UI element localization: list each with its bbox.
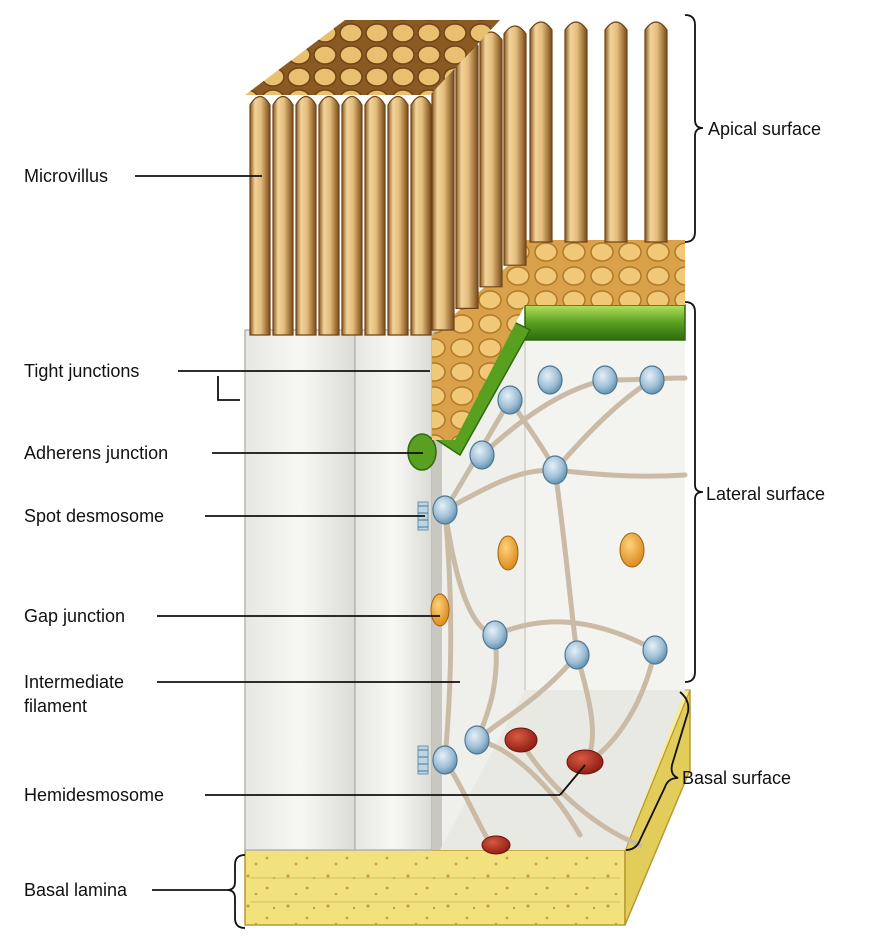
label-intermediate-filament-1: Intermediate: [24, 671, 124, 693]
spot-desmosome: [465, 726, 489, 754]
microvillus: [504, 26, 526, 265]
label-hemidesmosome: Hemidesmosome: [24, 784, 164, 806]
microvilli-front: [250, 97, 431, 336]
label-microvillus: Microvillus: [24, 165, 108, 187]
microvillus: [565, 22, 587, 242]
spot-desmosome: [433, 496, 457, 524]
microvillus: [480, 32, 502, 287]
label-spot-desmosome: Spot desmosome: [24, 505, 164, 527]
label-apical-surface: Apical surface: [708, 118, 821, 140]
spot-desmosome: [593, 366, 617, 394]
spot-desmosome: [565, 641, 589, 669]
tight-junction-bracket: [218, 376, 240, 400]
microvillus: [388, 97, 408, 336]
spot-desmosome: [643, 636, 667, 664]
basal-lamina-bracket: [227, 855, 245, 928]
microvillus: [530, 22, 552, 242]
microvillus: [605, 22, 627, 242]
label-gap-junction: Gap junction: [24, 605, 125, 627]
microvillus: [411, 97, 431, 336]
spot-desmosome: [538, 366, 562, 394]
microvillus: [273, 97, 293, 336]
spot-desmosome: [543, 456, 567, 484]
spot-desmosome: [470, 441, 494, 469]
microvillus: [250, 97, 270, 336]
microvillus: [456, 38, 478, 308]
microvillus: [342, 97, 362, 336]
spot-desmosome: [498, 386, 522, 414]
microvillus: [365, 97, 385, 336]
spot-desmosome: [640, 366, 664, 394]
spot-desmosome: [483, 621, 507, 649]
label-adherens-junction: Adherens junction: [24, 442, 168, 464]
microvillus: [296, 97, 316, 336]
lateral-bracket: [685, 302, 703, 682]
apical-bracket: [685, 15, 703, 242]
label-intermediate-filament-2: filament: [24, 695, 87, 717]
label-lateral-surface: Lateral surface: [706, 483, 825, 505]
front-cells: [245, 330, 442, 850]
label-basal-lamina: Basal lamina: [24, 879, 127, 901]
spot-desmosome: [433, 746, 457, 774]
microvillus: [319, 97, 339, 336]
label-basal-surface: Basal surface: [682, 767, 791, 789]
desmosome-plaque: [418, 746, 428, 774]
microvillus: [645, 22, 667, 242]
label-tight-junctions: Tight junctions: [24, 360, 139, 382]
